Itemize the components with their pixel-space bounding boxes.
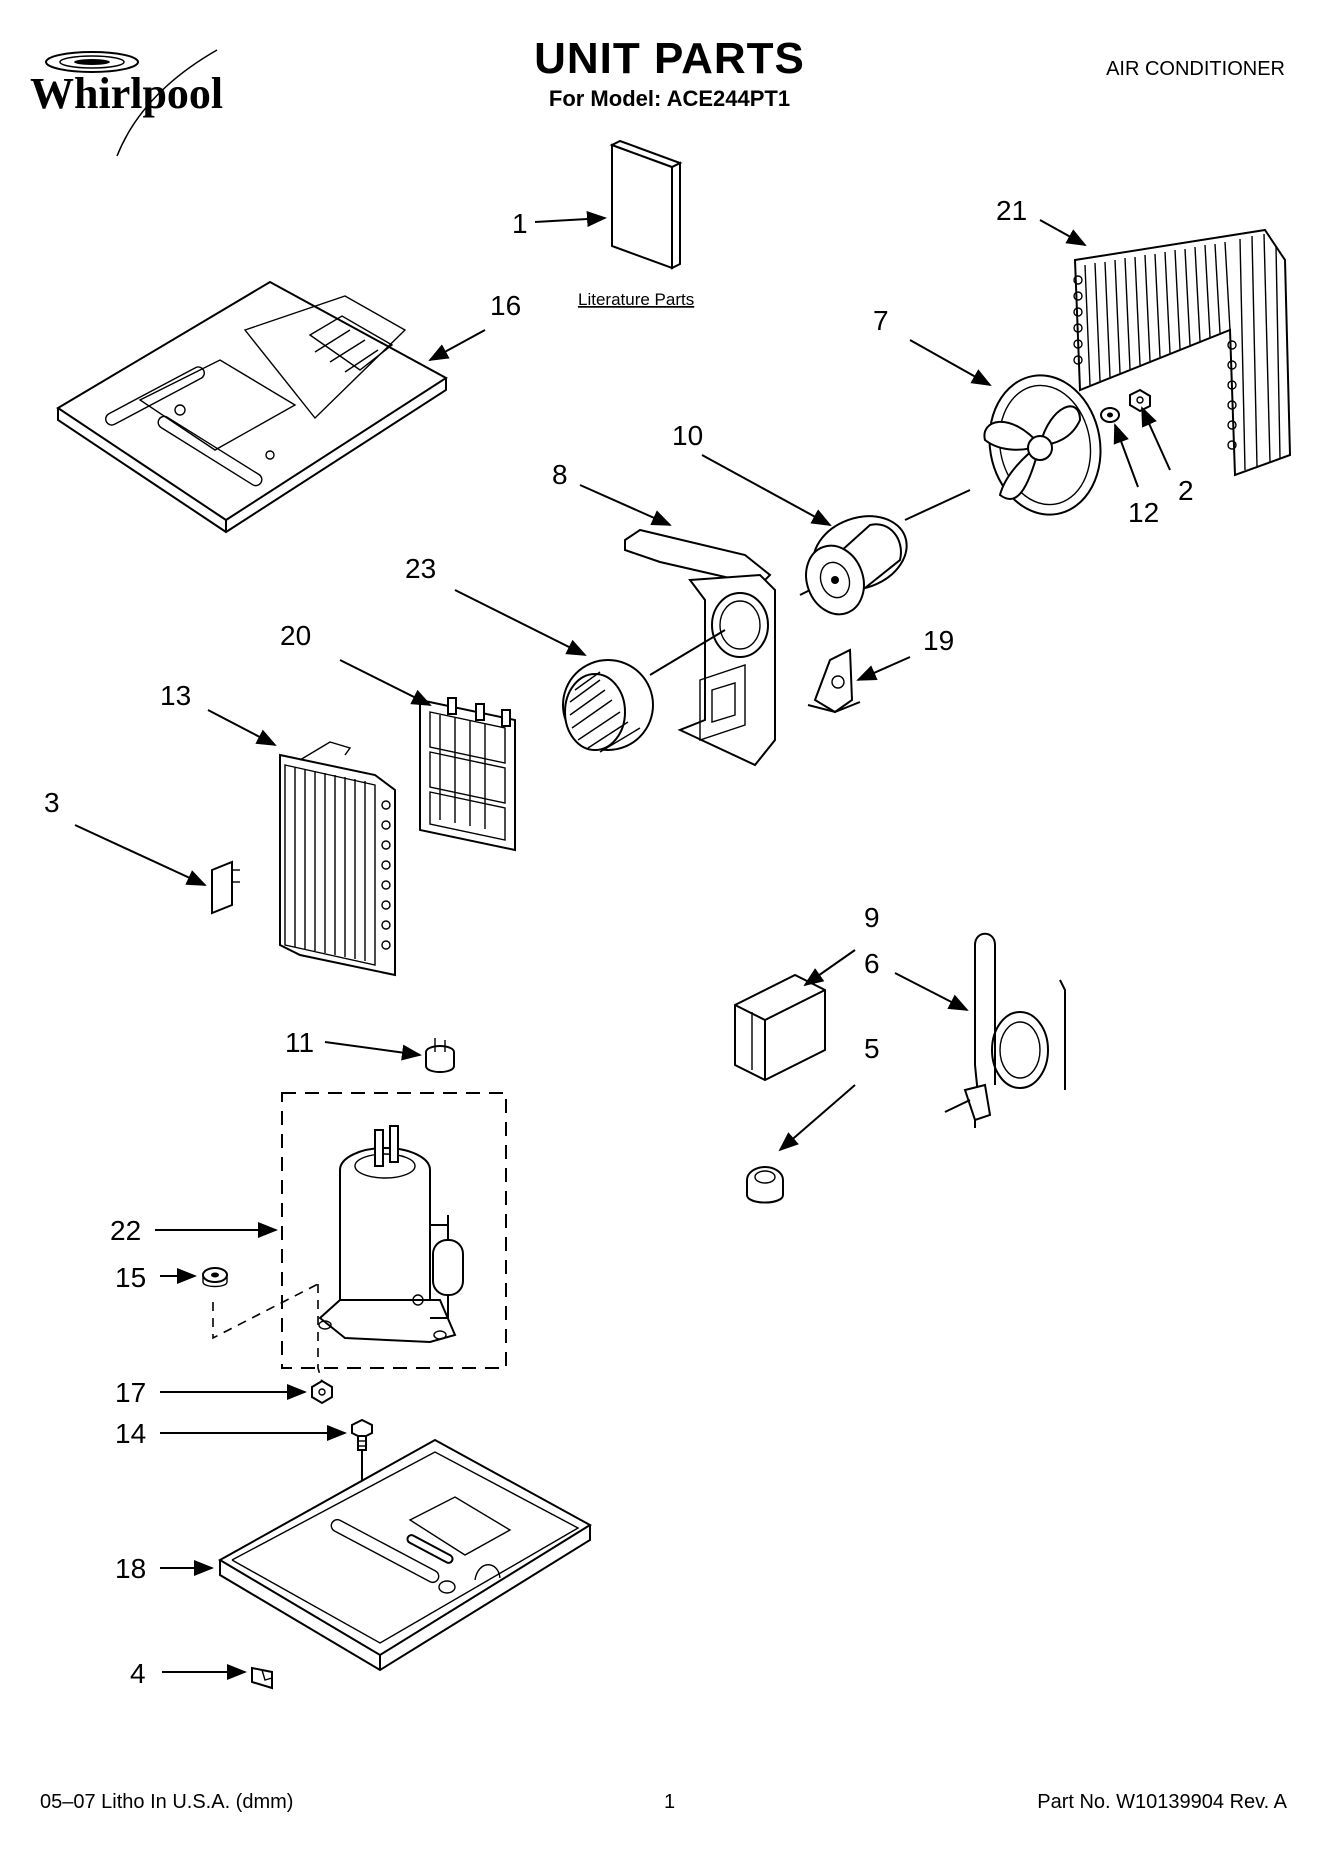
callout-13: 13 (160, 680, 191, 711)
part-6-capillary-tube (944, 932, 1066, 1128)
part-20-evaporator (419, 697, 516, 852)
part-12-washer (1100, 407, 1120, 423)
part-9-control-block (734, 973, 826, 1082)
callout-22: 22 (110, 1215, 141, 1246)
callout-5: 5 (864, 1033, 880, 1064)
part-18-base-pan (217, 1438, 592, 1672)
part-23-blower-wheel (562, 629, 726, 753)
literature-parts-caption: Literature Parts (578, 290, 694, 309)
callout-12: 12 (1128, 497, 1159, 528)
part-15-mount-grommet (202, 1267, 228, 1288)
part-5-knob (746, 1166, 784, 1204)
callout-18: 18 (115, 1553, 146, 1584)
callout-21: 21 (996, 195, 1027, 226)
footer-print-info: 05–07 Litho In U.S.A. (dmm) (40, 1791, 294, 1813)
part-7-fan-blade (983, 374, 1102, 516)
callout-15: 15 (115, 1262, 146, 1293)
leader-arrows (74, 211, 1171, 1680)
part-11-grommet (425, 1038, 455, 1073)
callout-2: 2 (1178, 475, 1194, 506)
part-10-motor (799, 489, 971, 616)
callout-7: 7 (873, 305, 889, 336)
callout-14: 14 (115, 1418, 146, 1449)
callout-8: 8 (552, 459, 568, 490)
callout-1: 1 (512, 208, 528, 239)
callout-10: 10 (672, 420, 703, 451)
callout-16: 16 (490, 290, 521, 321)
part-21-condenser-coil (1073, 228, 1292, 477)
page-title: UNIT PARTS (534, 34, 805, 83)
footer-part-number: Part No. W10139904 Rev. A (1037, 1791, 1287, 1813)
part-1-literature: Literature Parts (578, 139, 694, 309)
product-category: AIR CONDITIONER (1106, 58, 1285, 80)
part-13-evaporator-coil (279, 741, 396, 977)
callout-6: 6 (864, 948, 880, 979)
part-16-top-panel (56, 280, 448, 534)
model-subtitle: For Model: ACE244PT1 (548, 86, 791, 111)
callout-3: 3 (44, 787, 60, 818)
callout-20: 20 (280, 620, 311, 651)
callout-9: 9 (864, 902, 880, 933)
callout-23: 23 (405, 553, 436, 584)
callout-19: 19 (923, 625, 954, 656)
part-3-clip (211, 860, 240, 915)
footer-page-number: 1 (663, 1791, 676, 1813)
part-2-nut (1129, 388, 1151, 413)
part-17-nut (311, 1379, 333, 1405)
part-22-compressor (212, 1092, 507, 1383)
callout-labels: 1 2 3 4 5 6 7 8 9 10 11 12 13 14 15 16 1… (44, 195, 1194, 1689)
callout-17: 17 (115, 1377, 146, 1408)
part-4-clip (251, 1666, 273, 1690)
part-19-motor-bracket (807, 648, 861, 714)
logo-wordmark: Whirlpool (30, 69, 223, 118)
whirlpool-logo: Whirlpool (30, 49, 223, 157)
callout-4: 4 (130, 1658, 146, 1689)
callout-11: 11 (285, 1027, 314, 1058)
part-8-blower-housing (624, 528, 776, 767)
